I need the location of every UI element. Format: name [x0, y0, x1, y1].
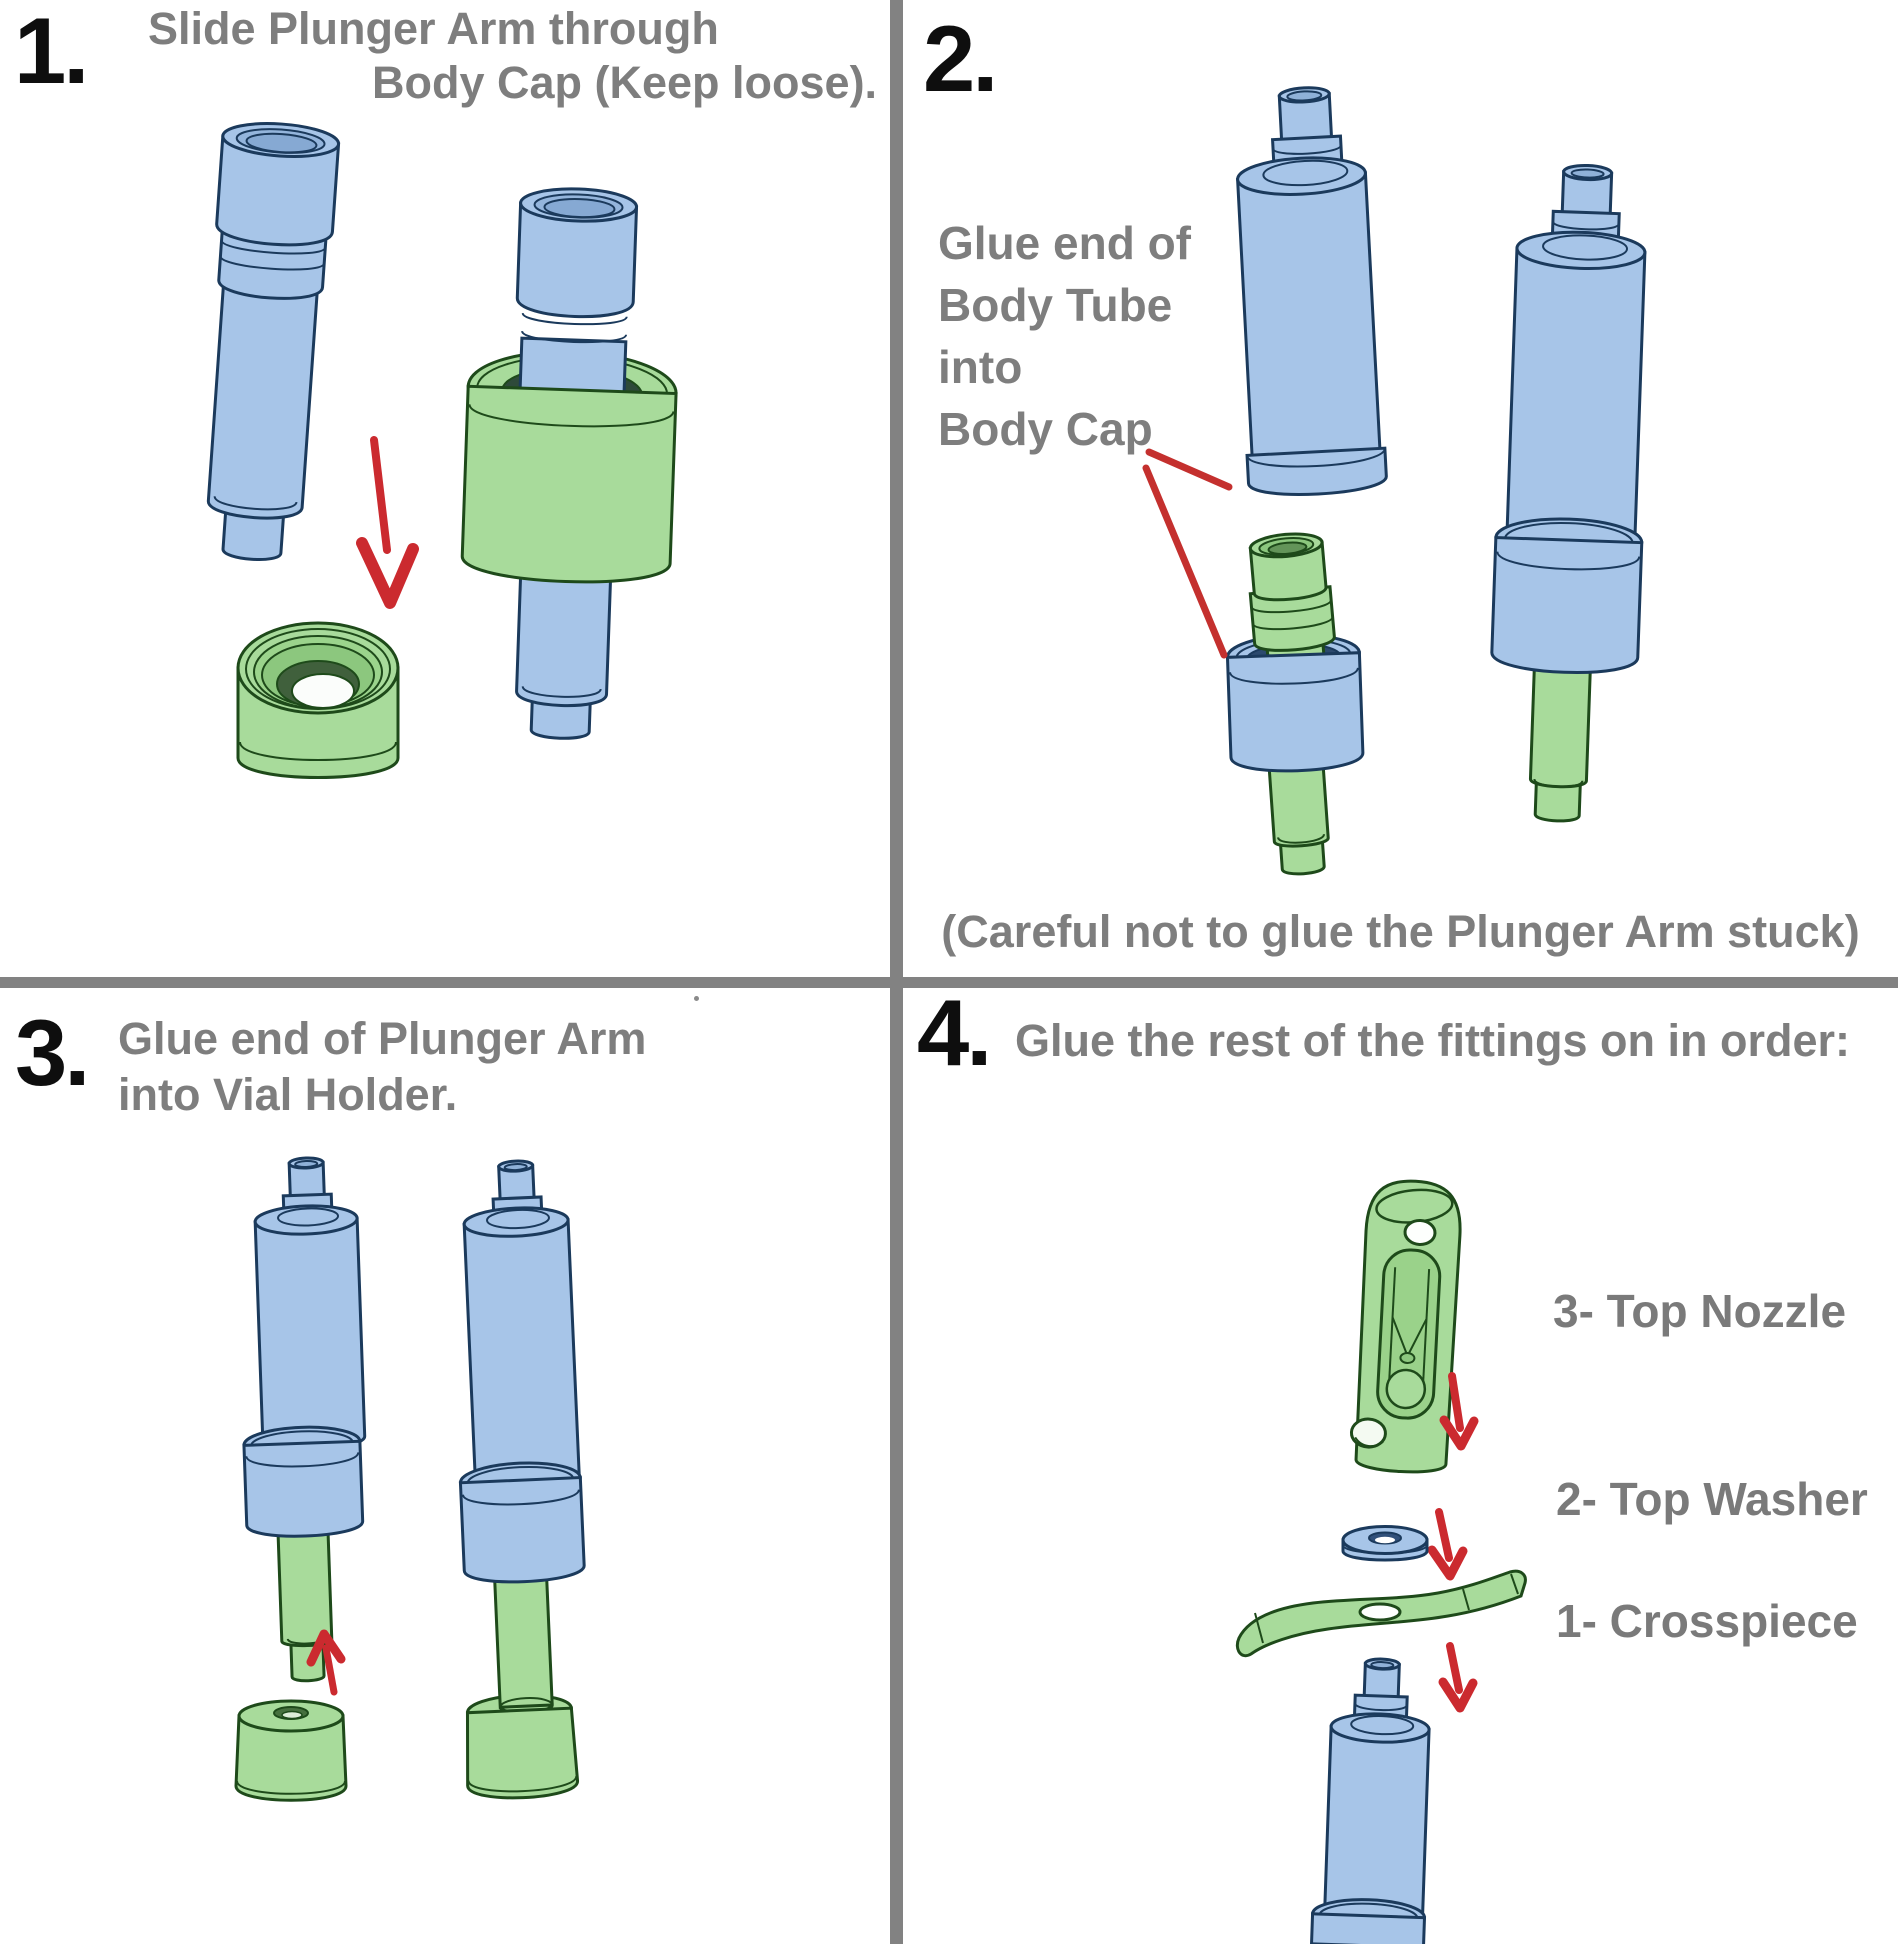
step-3-illustration — [234, 1156, 586, 1802]
step-3-heading-line-1: Glue end of Plunger Arm — [118, 1013, 647, 1064]
body-tube — [1236, 86, 1388, 496]
body-cap-with-plunger-arm — [1225, 532, 1365, 876]
step-2-note-line-3: into — [938, 341, 1023, 393]
step-3-heading-line-2: into Vial Holder. — [118, 1069, 458, 1120]
red-down-arrow-icon — [1438, 1642, 1478, 1713]
step-1-number: 1. — [14, 0, 89, 103]
label-top-washer: 2- Top Washer — [1556, 1473, 1868, 1525]
step-1-illustration — [206, 122, 678, 779]
step-1-heading-line-1: Slide Plunger Arm through — [148, 3, 719, 54]
assembled-body-below — [1309, 1657, 1431, 1944]
panel-step-1: 1. Slide Plunger Arm through Body Cap (K… — [0, 0, 890, 977]
label-top-nozzle: 3- Top Nozzle — [1553, 1285, 1847, 1337]
body-tube-glued-in-cap — [1490, 163, 1647, 823]
horizontal-divider — [0, 977, 1898, 988]
crosspiece — [1235, 1569, 1527, 1658]
label-crosspiece: 1- Crosspiece — [1556, 1595, 1858, 1647]
step-2-note-line-4: Body Cap — [938, 403, 1153, 455]
vertical-divider — [890, 0, 903, 1944]
step-1-heading-line-2: Body Cap (Keep loose). — [372, 57, 878, 108]
body-cap — [236, 621, 400, 779]
panel-step-3: 3. Glue end of Plunger Arm into Vial Hol… — [0, 988, 890, 1944]
step-2-note-line-2: Body Tube — [938, 279, 1173, 331]
red-down-arrow-icon — [1439, 1372, 1479, 1451]
plunger-arm-in-body-cap — [460, 187, 678, 740]
step-4-illustration — [1235, 1179, 1527, 1944]
step-2-number: 2. — [923, 6, 998, 111]
panel-step-2: 2. Glue end of Body Tube into Body Cap (… — [903, 0, 1898, 977]
stray-dot — [694, 996, 699, 1001]
top-washer — [1341, 1525, 1429, 1562]
plunger-assembly-glued — [458, 1159, 586, 1800]
vial-holder — [234, 1699, 348, 1802]
step-4-number: 4. — [917, 980, 992, 1085]
panel-step-4: 4. Glue the rest of the fittings on in o… — [903, 980, 1898, 1944]
top-nozzle — [1349, 1179, 1462, 1474]
step-2-illustration — [1142, 86, 1647, 876]
red-down-arrow-icon — [356, 436, 419, 609]
plunger-arm — [206, 122, 341, 561]
red-down-arrow-icon — [1427, 1508, 1468, 1581]
step-3-number: 3. — [15, 1000, 90, 1105]
step-4-heading: Glue the rest of the fittings on in orde… — [1015, 1015, 1851, 1066]
red-pointer-lines — [1142, 448, 1233, 659]
plunger-assembly-loose — [242, 1156, 367, 1683]
red-up-arrow-icon — [306, 1629, 346, 1696]
step-2-note-line-1: Glue end of — [938, 217, 1191, 269]
step-2-caption: (Careful not to glue the Plunger Arm stu… — [941, 906, 1860, 957]
